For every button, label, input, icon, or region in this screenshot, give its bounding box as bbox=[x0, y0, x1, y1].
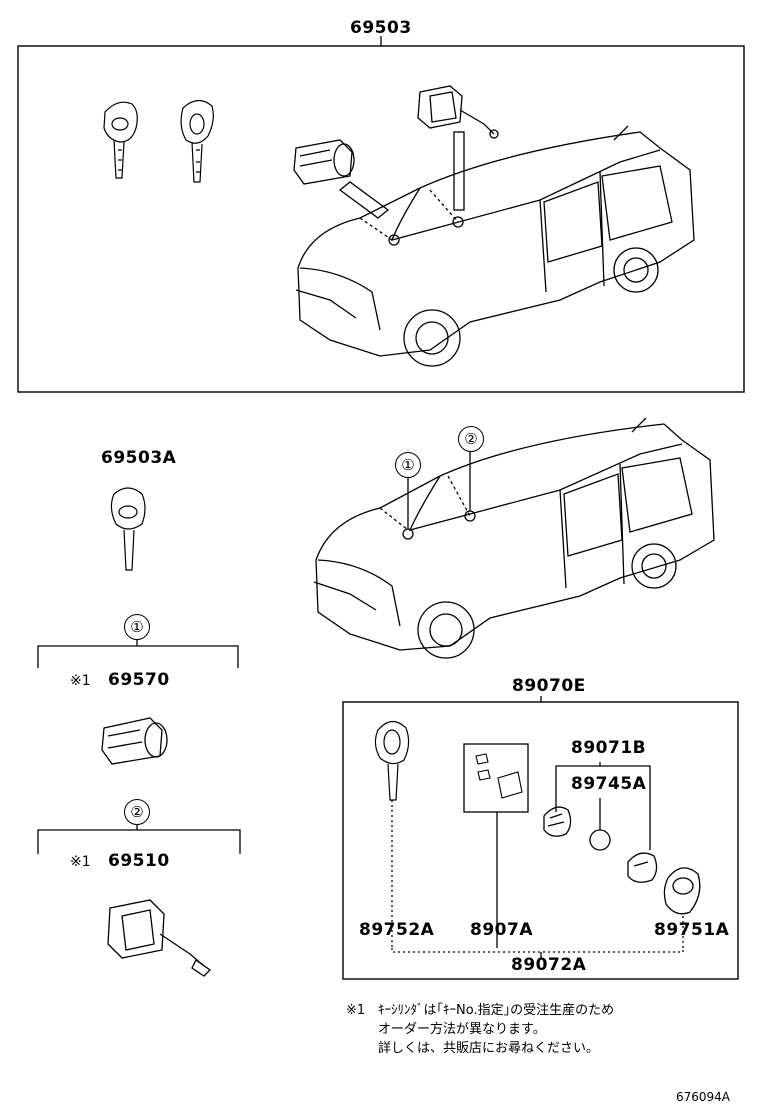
note-mark: ※1 bbox=[346, 1003, 366, 1018]
ignition-switch-icon bbox=[417, 85, 499, 139]
callout-2-vehicle: ② bbox=[458, 426, 484, 452]
callout-2: ② bbox=[124, 799, 150, 825]
figure-code: 676094A bbox=[676, 1090, 731, 1104]
remote-transmitter-icon bbox=[543, 806, 572, 837]
lock-cylinder-icon bbox=[101, 717, 168, 765]
ref-mark-1: ※1 bbox=[70, 673, 91, 689]
part-number-69503A: 69503A bbox=[101, 448, 177, 468]
note-line-3: 詳しくは、共販店にお尋ねください。 bbox=[378, 1041, 600, 1056]
part-number-69510: 69510 bbox=[108, 851, 170, 871]
key-icon bbox=[110, 487, 146, 571]
ref-mark-2: ※1 bbox=[70, 854, 91, 870]
board-card bbox=[463, 743, 529, 813]
vehicle-icon bbox=[313, 417, 715, 659]
remote-transmitter-icon bbox=[627, 852, 658, 883]
part-number-69503: 69503 bbox=[350, 18, 412, 38]
transponder-key-icon bbox=[180, 99, 214, 183]
ignition-switch-icon bbox=[107, 899, 212, 977]
remote-transmitter-icon bbox=[475, 753, 523, 799]
part-number-89070E: 89070E bbox=[512, 676, 586, 696]
remote-transmitter-icon bbox=[663, 867, 701, 915]
part-number-89751A: 89751A bbox=[654, 920, 730, 940]
part-number-89071B: 89071B bbox=[571, 738, 647, 758]
vehicle-icon bbox=[295, 125, 695, 367]
callout-1-vehicle: ① bbox=[395, 452, 421, 478]
key-icon bbox=[103, 101, 138, 179]
lock-cylinder-icon bbox=[293, 139, 355, 185]
part-number-89072A: 89072A bbox=[511, 955, 587, 975]
join-89072A bbox=[391, 948, 684, 953]
battery-cell-icon bbox=[589, 829, 611, 851]
bracket-2 bbox=[37, 829, 241, 854]
leader-arrow-1 bbox=[338, 181, 390, 219]
callout-1: ① bbox=[124, 614, 150, 640]
key-icon bbox=[374, 720, 410, 801]
bracket-1 bbox=[37, 645, 239, 668]
part-number-8907A: 8907A bbox=[470, 920, 533, 940]
note-line-1: ｷｰｼﾘﾝﾀﾞは｢ｷｰNo.指定｣の受注生産のため bbox=[378, 1003, 615, 1018]
case-bracket bbox=[555, 765, 651, 850]
kit-frame-69503 bbox=[17, 45, 745, 393]
part-number-89745A: 89745A bbox=[571, 774, 647, 794]
part-number-89752A: 89752A bbox=[359, 920, 435, 940]
part-number-69570: 69570 bbox=[108, 670, 170, 690]
note-line-2: オーダー方法が異なります。 bbox=[378, 1022, 546, 1037]
